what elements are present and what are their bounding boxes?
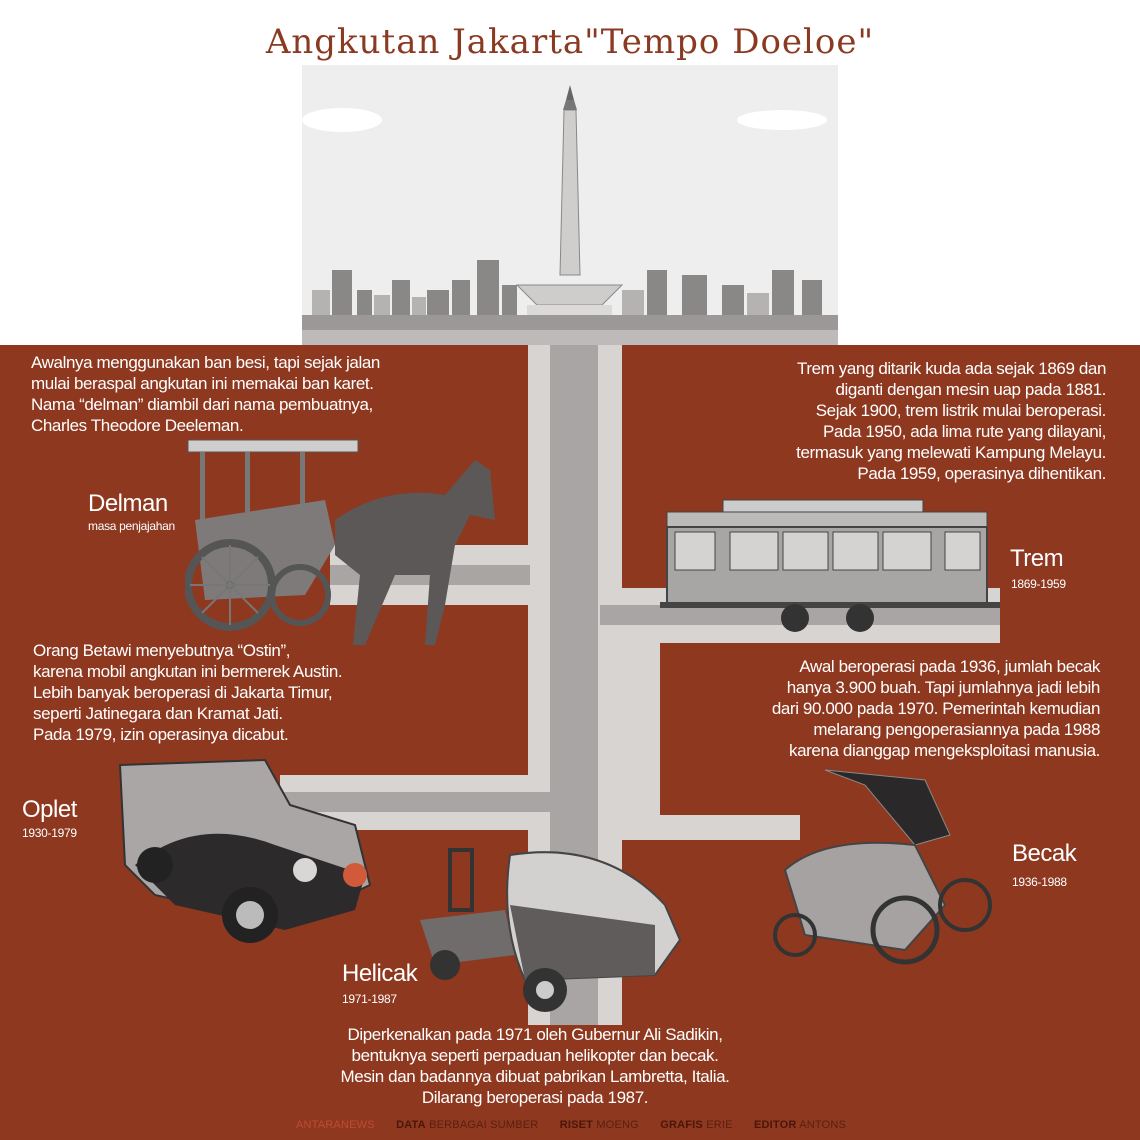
credit-label: RISET [559,1119,594,1131]
credit-grafis: GRAFIS ERIE [660,1119,733,1131]
text-line: diganti dengan mesin uap pada 1881. [835,380,1106,399]
road-branch-becak-h [620,815,800,840]
becak-period: 1936-1988 [1012,875,1067,889]
oplet-illustration-icon [118,758,372,943]
monas-skyline-icon [302,85,838,345]
text-line: termasuk yang melewati Kampung Melayu. [796,443,1106,462]
delman-period: masa penjajahan [88,519,175,533]
text-line: bentuknya seperti perpaduan helikopter d… [351,1046,719,1065]
skyline-illustration [302,65,838,345]
text-line: Awal beroperasi pada 1936, jumlah becak [799,657,1100,676]
trem-description: Trem yang ditarik kuda ada sejak 1869 da… [796,358,1106,484]
text-line: hanya 3.900 buah. Tapi jumlahnya jadi le… [786,678,1101,697]
text-line: Dilarang beroperasi pada 1987. [421,1088,649,1107]
trem-label: Trem [1010,545,1064,572]
antara-logo: ANTARANEWS [296,1119,375,1131]
becak-label: Becak [1012,840,1077,867]
trem-period: 1869-1959 [1011,577,1066,591]
text-line: Orang Betawi menyebutnya “Ostin”, [33,641,291,660]
text-line: dari 90.000 pada 1970. Pemerintah kemudi… [771,699,1101,718]
text-line: Pada 1979, izin operasinya dicabut. [33,725,289,744]
text-line: Pada 1950, ada lima rute yang dilayani, [822,422,1106,441]
delman-illustration-icon [185,439,495,645]
road-lane [280,792,550,812]
credit-riset: RISET MOENG [560,1119,639,1131]
text-line: Lebih banyak beroperasi di Jakarta Timur… [33,683,333,702]
oplet-period: 1930-1979 [22,826,77,840]
helicak-illustration-icon [420,848,682,1012]
credits-footer: ANTARANEWS DATA BERBAGAI SUMBER RISET MO… [296,1119,864,1131]
oplet-label: Oplet [22,796,77,823]
text-line: Charles Theodore Deeleman. [31,416,244,435]
text-line: Mesin dan badannya dibuat pabrikan Lambr… [340,1067,730,1086]
credit-label: GRAFIS [660,1119,703,1131]
credit-value: ANTONS [799,1119,847,1131]
text-line: Sejak 1900, trem listrik mulai beroperas… [815,401,1107,420]
text-line: Nama “delman” diambil dari nama pembuatn… [31,395,373,414]
text-line: melarang pengoperasiannya pada 1988 [813,720,1100,739]
credit-value: MOENG [596,1119,639,1131]
text-line: karena mobil angkutan ini bermerek Austi… [33,662,343,681]
credit-editor: EDITOR ANTONS [754,1119,846,1131]
delman-label: Delman [88,490,168,517]
text-line: karena dianggap mengeksploitasi manusia. [789,741,1100,760]
helicak-label: Helicak [342,960,418,987]
text-line: Pada 1959, operasinya dihentikan. [857,464,1106,483]
credit-label: EDITOR [753,1119,797,1131]
text-line: seperti Jatinegara dan Kramat Jati. [33,704,283,723]
text-line: mulai beraspal angkutan ini memakai ban … [31,374,374,393]
helicak-period: 1971-1987 [342,992,397,1006]
oplet-description: Orang Betawi menyebutnya “Ostin”, karena… [33,640,343,745]
delman-description: Awalnya menggunakan ban besi, tapi sejak… [31,352,380,436]
text-line: Diperkenalkan pada 1971 oleh Gubernur Al… [347,1025,723,1044]
credit-label: DATA [396,1119,426,1131]
page-title: Angkutan Jakarta"Tempo Doeloe" [265,22,875,62]
credit-value: BERBAGAI SUMBER [429,1119,539,1131]
text-line: Awalnya menggunakan ban besi, tapi sejak… [31,353,380,372]
becak-illustration-icon [773,769,992,965]
helicak-description: Diperkenalkan pada 1971 oleh Gubernur Al… [290,1024,780,1108]
text-line: Trem yang ditarik kuda ada sejak 1869 da… [797,359,1106,378]
credit-data: DATA BERBAGAI SUMBER [396,1119,538,1131]
trem-illustration-icon [660,499,1000,632]
road-branch-becak [620,640,660,840]
becak-description: Awal beroperasi pada 1936, jumlah becak … [771,656,1101,761]
credit-value: ERIE [706,1119,733,1131]
